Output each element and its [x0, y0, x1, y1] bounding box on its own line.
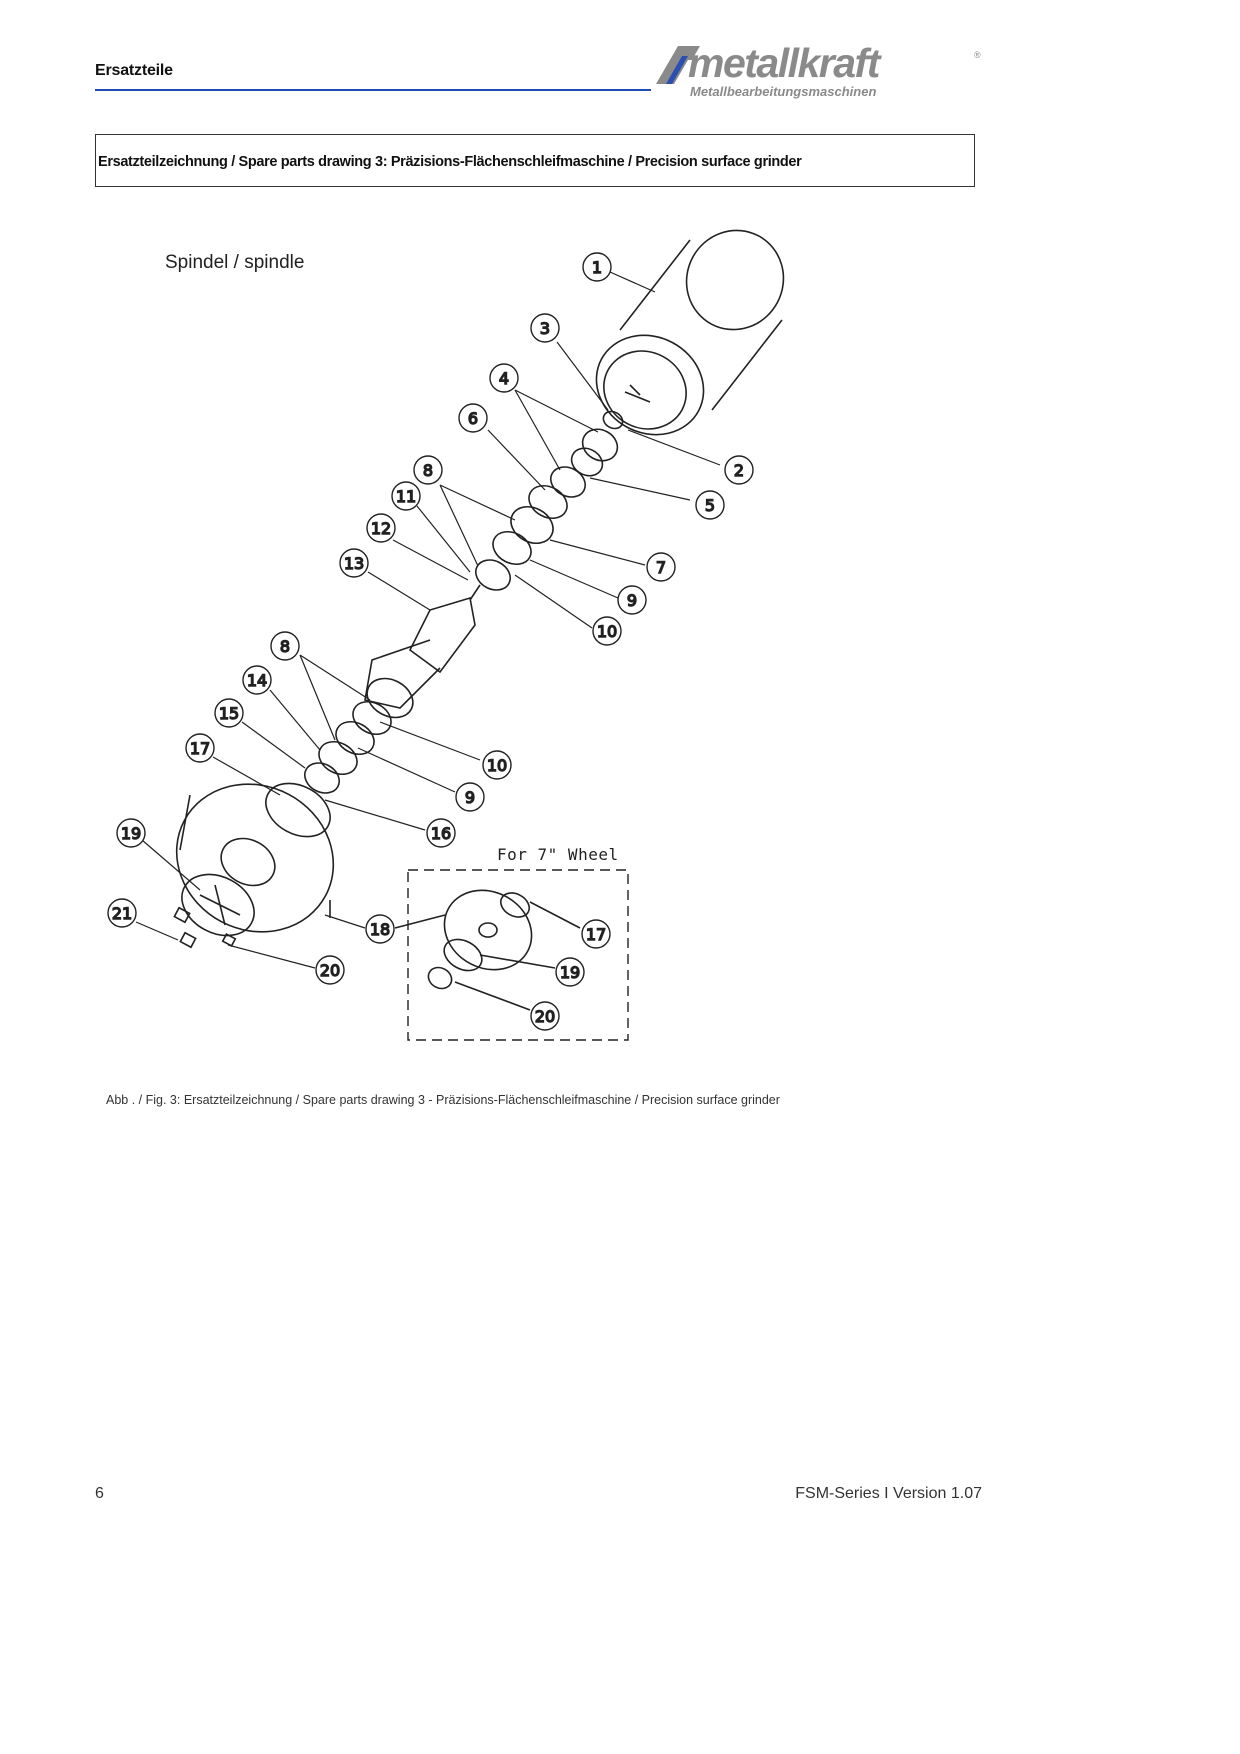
callout-12: 12: [366, 513, 396, 543]
svg-text:17: 17: [586, 925, 606, 944]
svg-text:20: 20: [535, 1007, 555, 1026]
callout-15: 15: [214, 698, 244, 728]
callout-6: 6: [458, 403, 488, 433]
svg-text:9: 9: [465, 788, 475, 807]
callout-9-upper: 9: [617, 585, 647, 615]
svg-text:7: 7: [656, 558, 666, 577]
callout-20-inset: 20: [530, 1001, 560, 1031]
logo-mark-icon: [656, 46, 700, 84]
spindle-body: [364, 596, 476, 719]
callout-10-upper: 10: [592, 616, 622, 646]
svg-text:19: 19: [121, 824, 141, 843]
section-title: Ersatzteile: [95, 62, 173, 79]
spindle-shaft-lower: [265, 700, 392, 838]
callout-2: 2: [724, 455, 754, 485]
page-number: 6: [95, 1485, 104, 1502]
callout-20: 20: [315, 955, 345, 985]
lock-nuts: [173, 906, 237, 949]
svg-text:16: 16: [431, 824, 451, 843]
callout-21: 21: [107, 898, 137, 928]
svg-text:14: 14: [247, 671, 267, 690]
svg-text:5: 5: [705, 496, 715, 515]
svg-text:11: 11: [396, 487, 416, 506]
exploded-spindle-drawing: 1 3 4 6 8 11 12 13 2 5 7 9 10 8 14 15 17…: [107, 229, 785, 1041]
callout-3: 3: [530, 313, 560, 343]
svg-text:8: 8: [423, 461, 433, 480]
callout-17-inset: 17: [581, 919, 611, 949]
svg-text:12: 12: [371, 519, 391, 538]
svg-text:10: 10: [597, 622, 617, 641]
motor-housing: [595, 229, 785, 436]
spindle-shaft-upper: [469, 410, 624, 601]
svg-text:10: 10: [487, 756, 507, 775]
svg-text:21: 21: [112, 904, 132, 923]
callout-5: 5: [695, 490, 725, 520]
svg-text:18: 18: [370, 920, 390, 939]
svg-text:9: 9: [627, 591, 637, 610]
svg-text:3: 3: [540, 319, 550, 338]
part-callouts: 1 3 4 6 8 11 12 13 2 5 7 9 10 8 14 15 17…: [107, 252, 754, 1031]
inset-frame: [407, 869, 629, 1041]
callout-1: 1: [582, 252, 612, 282]
svg-text:4: 4: [499, 369, 509, 388]
callout-17: 17: [185, 733, 215, 763]
logo-subtitle: Metallbearbeitungsmaschinen: [690, 84, 877, 99]
callout-8-upper: 8: [413, 455, 443, 485]
svg-text:1: 1: [592, 258, 602, 277]
logo-registered-mark: ®: [974, 50, 981, 60]
callout-19-inset: 19: [555, 957, 585, 987]
title-box: [95, 134, 975, 187]
callout-18: 18: [365, 914, 395, 944]
inset-wheel-label: For 7" Wheel: [497, 845, 619, 864]
svg-text:19: 19: [560, 963, 580, 982]
inset-wheel-parts: [394, 889, 581, 1011]
callout-14: 14: [242, 665, 272, 695]
svg-text:8: 8: [280, 637, 290, 656]
callout-7: 7: [646, 552, 676, 582]
leader-lines: [135, 271, 721, 969]
svg-text:20: 20: [320, 961, 340, 980]
figure-caption: Abb . / Fig. 3: Ersatzteilzeichnung / Sp…: [106, 1093, 780, 1107]
svg-text:6: 6: [468, 409, 478, 428]
callout-11: 11: [391, 481, 421, 511]
svg-text:17: 17: [190, 739, 210, 758]
callout-4: 4: [489, 363, 519, 393]
footer-version: FSM-Series I Version 1.07: [795, 1485, 982, 1502]
logo-wordmark: metallkraft: [688, 40, 880, 86]
svg-text:2: 2: [734, 461, 744, 480]
svg-text:13: 13: [344, 554, 364, 573]
callout-16: 16: [426, 818, 456, 848]
callout-10-lower: 10: [482, 750, 512, 780]
drawing-title: Ersatzteilzeichnung / Spare parts drawin…: [98, 154, 802, 170]
header-rule: [95, 89, 651, 91]
grinding-wheel: [175, 783, 335, 937]
svg-text:15: 15: [219, 704, 239, 723]
spindle-label: Spindel / spindle: [165, 252, 305, 273]
callout-13: 13: [339, 548, 369, 578]
callout-9-lower: 9: [455, 782, 485, 812]
callout-8-lower: 8: [270, 631, 300, 661]
callout-19: 19: [116, 818, 146, 848]
